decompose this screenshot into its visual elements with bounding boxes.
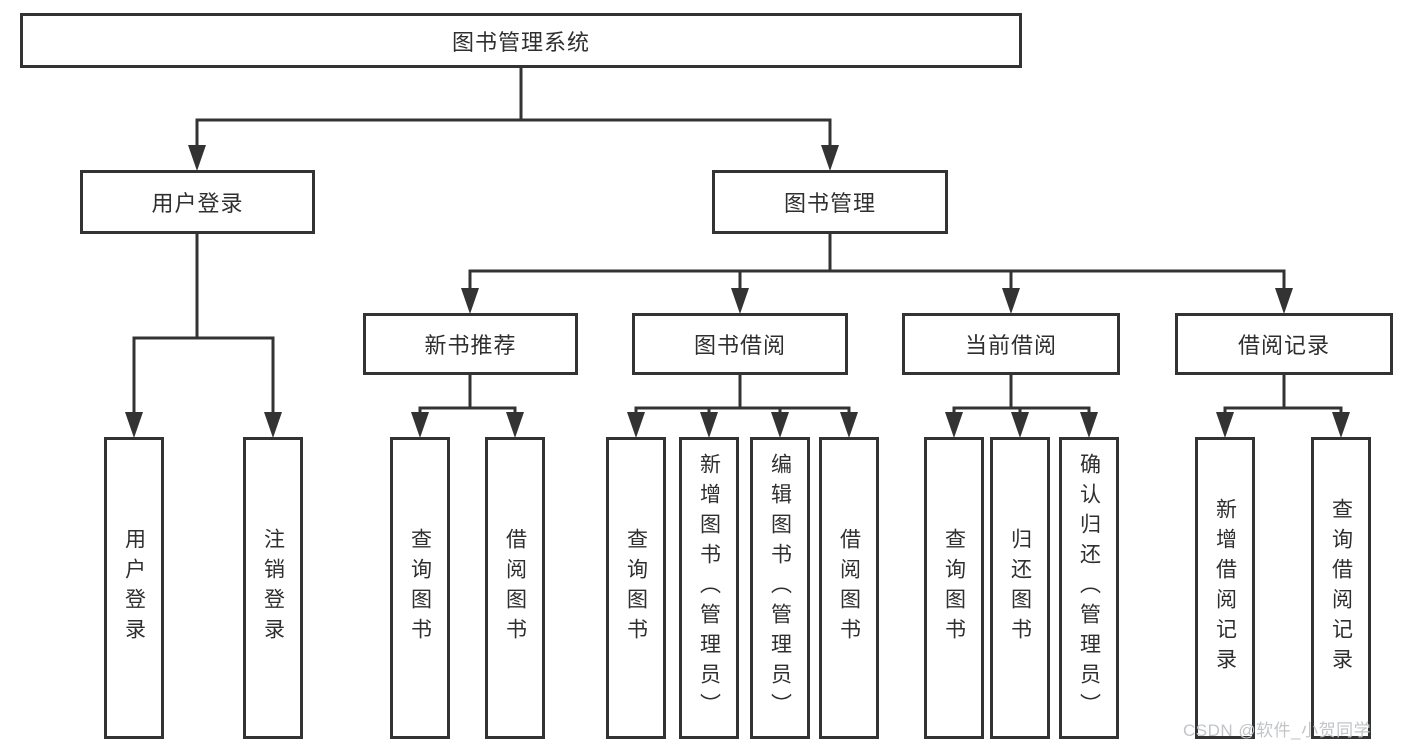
connector-arrowhead bbox=[627, 412, 645, 438]
connector-arrowhead bbox=[506, 412, 524, 438]
leaf-query-books-current: 查询图书 bbox=[924, 437, 984, 739]
leaf-label: 查询图书 bbox=[942, 528, 966, 648]
node-library-management-system: 图书管理系统 bbox=[20, 13, 1022, 68]
connector-arrowhead bbox=[1332, 412, 1350, 438]
node-label: 用户登录 bbox=[151, 191, 244, 216]
leaf-label: 用户登录 bbox=[122, 528, 146, 648]
leaf-label: 注销登录 bbox=[261, 528, 285, 648]
leaf-label: 查询图书 bbox=[408, 528, 432, 648]
node-label: 新书推荐 bbox=[424, 333, 517, 358]
leaf-label: 查询借阅记录 bbox=[1329, 498, 1353, 678]
connector-arrowhead bbox=[1011, 412, 1029, 438]
connector-arrowhead bbox=[731, 288, 749, 314]
leaf-query-borrow-record: 查询借阅记录 bbox=[1311, 437, 1371, 739]
connector-arrowhead bbox=[1216, 412, 1234, 438]
leaf-logout: 注销登录 bbox=[243, 437, 303, 739]
leaf-label: 编辑图书（管理员） bbox=[768, 453, 792, 723]
connector-arrowhead bbox=[945, 412, 963, 438]
connector-arrowhead bbox=[188, 145, 206, 171]
node-label: 图书借阅 bbox=[693, 333, 786, 358]
leaf-query-books-borrow: 查询图书 bbox=[606, 437, 666, 739]
node-label: 图书管理 bbox=[783, 191, 876, 216]
connector-arrowhead bbox=[125, 412, 143, 438]
leaf-label: 新增图书（管理员） bbox=[697, 453, 721, 723]
csdn-watermark: CSDN @软件_小贺同学 bbox=[1183, 721, 1372, 740]
leaf-borrow-books: 借阅图书 bbox=[819, 437, 879, 739]
leaf-add-borrow-record: 新增借阅记录 bbox=[1195, 437, 1255, 739]
node-book-borrowing: 图书借阅 bbox=[632, 313, 848, 375]
connector-arrowhead bbox=[771, 412, 789, 438]
connector-arrowhead bbox=[461, 288, 479, 314]
node-book-management: 图书管理 bbox=[712, 170, 948, 234]
leaf-label: 借阅图书 bbox=[503, 528, 527, 648]
node-user-login: 用户登录 bbox=[80, 170, 315, 234]
connector-arrowhead bbox=[264, 412, 282, 438]
node-current-borrowing: 当前借阅 bbox=[902, 313, 1120, 375]
leaf-label: 查询图书 bbox=[624, 528, 648, 648]
connector-arrowhead bbox=[1080, 412, 1098, 438]
leaf-label: 确认归还（管理员） bbox=[1077, 453, 1101, 723]
connector-arrowhead bbox=[1002, 288, 1020, 314]
node-borrowing-records: 借阅记录 bbox=[1175, 313, 1393, 375]
node-label: 图书管理系统 bbox=[451, 29, 590, 55]
node-new-book-recommendation: 新书推荐 bbox=[363, 313, 578, 375]
leaf-query-books-recommend: 查询图书 bbox=[390, 437, 450, 739]
leaf-confirm-return-admin: 确认归还（管理员） bbox=[1059, 437, 1119, 739]
node-label: 借阅记录 bbox=[1237, 333, 1330, 358]
connector-arrowhead bbox=[840, 412, 858, 438]
leaf-add-books-admin: 新增图书（管理员） bbox=[679, 437, 739, 739]
node-label: 当前借阅 bbox=[964, 333, 1057, 358]
leaf-user-login: 用户登录 bbox=[104, 437, 164, 739]
leaf-label: 新增借阅记录 bbox=[1213, 498, 1237, 678]
leaf-borrow-books-recommend: 借阅图书 bbox=[485, 437, 545, 739]
leaf-label: 借阅图书 bbox=[837, 528, 861, 648]
connector-arrowhead bbox=[821, 145, 839, 171]
leaf-edit-books-admin: 编辑图书（管理员） bbox=[750, 437, 810, 739]
connector-arrowhead bbox=[700, 412, 718, 438]
connector-arrowhead bbox=[1275, 288, 1293, 314]
connector-arrowhead bbox=[411, 412, 429, 438]
leaf-return-books: 归还图书 bbox=[990, 437, 1050, 739]
leaf-label: 归还图书 bbox=[1008, 528, 1032, 648]
